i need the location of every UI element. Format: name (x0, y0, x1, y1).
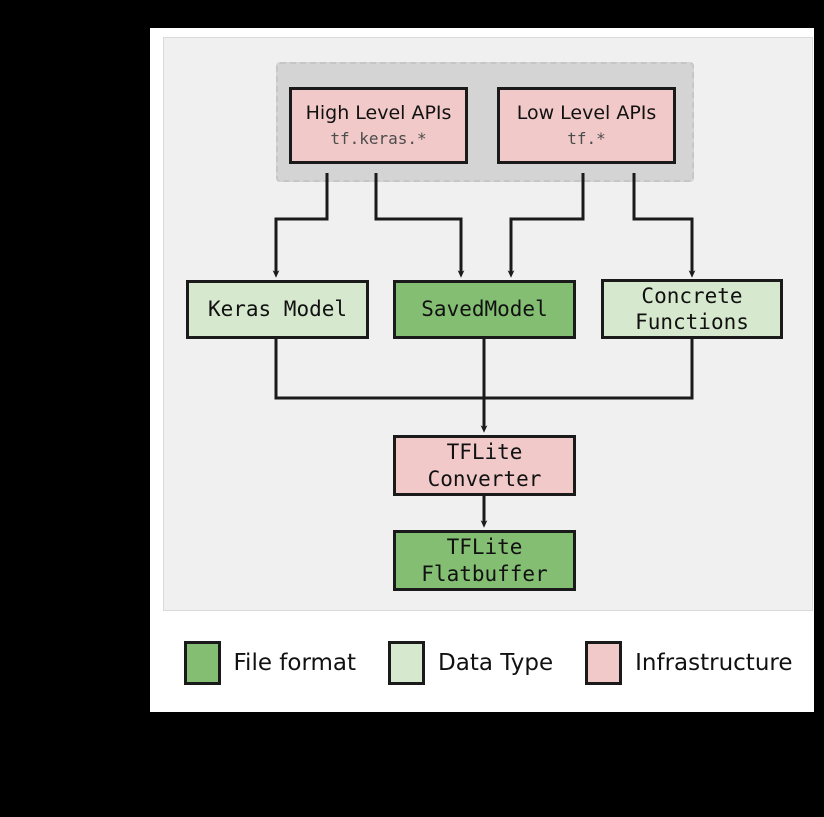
edge-low-level-apis-to-concrete-functions (632, 173, 696, 278)
legend-label-data-type: Data Type (438, 650, 554, 676)
legend-swatch-file-format (183, 641, 221, 685)
diagram-card: High Level APIs tf.keras.* Low Level API… (150, 28, 814, 712)
edge-keras-model-to-converter (274, 339, 634, 400)
node-label-line-2: Functions (635, 310, 749, 334)
node-label-line-2: Converter (427, 466, 542, 491)
node-label: Keras Model (207, 297, 348, 322)
legend-item-file-format: File format (183, 641, 357, 685)
node-tflite-converter[interactable]: TFLite Converter (393, 435, 576, 496)
legend-item-infrastructure: Infrastructure (585, 641, 793, 685)
node-label-line-1: TFLite (446, 440, 523, 465)
diagram-panel: High Level APIs tf.keras.* Low Level API… (163, 37, 813, 611)
legend-swatch-infrastructure (585, 641, 623, 685)
legend: File format Data Type Infrastructure (163, 628, 813, 698)
node-low-level-apis[interactable]: Low Level APIs tf.* (497, 87, 676, 164)
legend-swatch-data-type (388, 641, 426, 685)
node-tflite-flatbuffer[interactable]: TFLite Flatbuffer (393, 530, 576, 591)
edge-high-level-apis-to-keras-model (272, 173, 329, 278)
legend-item-data-type: Data Type (388, 641, 553, 685)
node-saved-model[interactable]: SavedModel (393, 280, 576, 339)
node-subtitle: tf.keras.* (330, 128, 427, 148)
node-label-line-2: Flatbuffer (421, 561, 548, 586)
edge-high-level-apis-to-saved-model (374, 173, 465, 278)
connector-layer (272, 173, 696, 528)
node-label: SavedModel (421, 297, 548, 322)
legend-label-file-format: File format (233, 650, 357, 676)
node-high-level-apis[interactable]: High Level APIs tf.keras.* (289, 87, 468, 164)
node-keras-model[interactable]: Keras Model (186, 280, 369, 339)
legend-label-infrastructure: Infrastructure (635, 650, 793, 676)
node-title: Low Level APIs (516, 102, 657, 125)
node-title: High Level APIs (305, 102, 452, 125)
edge-concrete-functions-to-converter (464, 339, 694, 400)
node-label-line-1: TFLite (446, 535, 523, 560)
node-label-line-1: Concrete (641, 283, 743, 308)
node-subtitle: tf.* (567, 128, 606, 148)
edge-low-level-apis-to-saved-model (507, 173, 585, 278)
node-concrete-functions[interactable]: Concrete Functions (601, 279, 783, 339)
